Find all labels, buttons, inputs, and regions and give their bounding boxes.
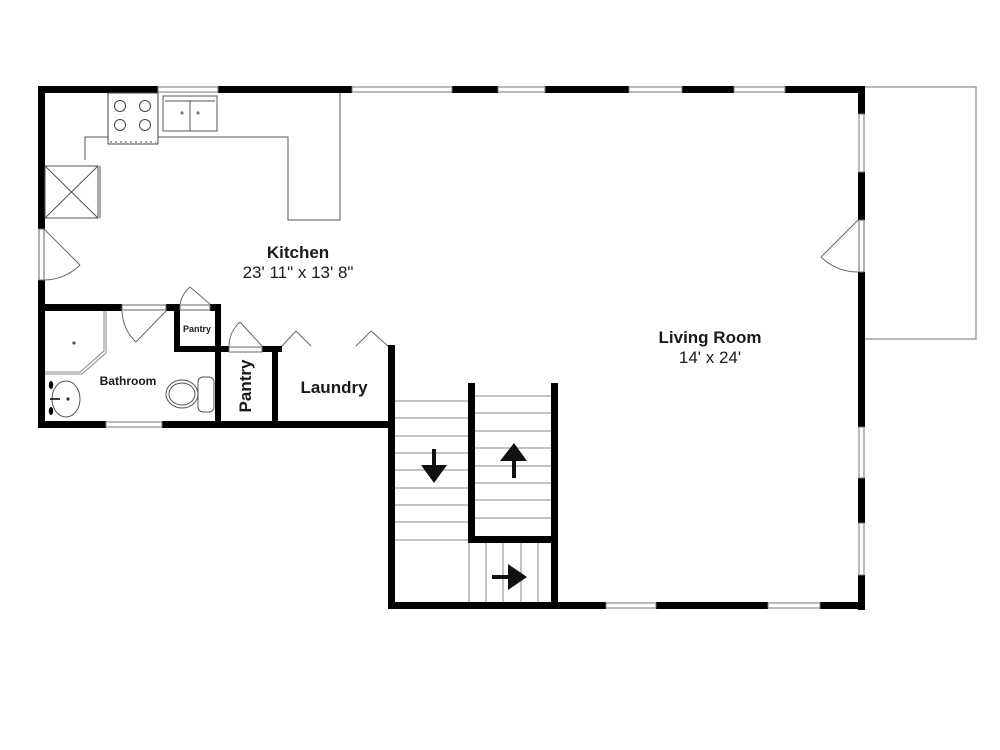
bathroom-sink-icon: [48, 380, 81, 418]
windows: [105, 86, 865, 609]
room-label-kitchen: Kitchen 23' 11" x 13' 8": [208, 243, 388, 283]
arrow-right-icon: [492, 564, 527, 590]
toilet-icon: [165, 376, 215, 413]
room-name: Bathroom: [99, 374, 157, 388]
stairs-landing: [468, 543, 539, 602]
arrow-up-icon: [500, 443, 527, 478]
shower-icon: [45, 311, 107, 375]
kitchen-counter: [84, 93, 341, 221]
sink-icon: [162, 95, 218, 132]
arrow-down-icon: [421, 449, 447, 483]
room-dimensions: 14' x 24': [678, 348, 742, 367]
room-dimensions: 23' 11" x 13' 8": [242, 263, 354, 282]
deck-outline: [861, 86, 977, 340]
room-label-bathroom: Bathroom: [88, 374, 168, 388]
room-name: Pantry: [236, 359, 255, 413]
room-label-laundry: Laundry: [288, 378, 380, 398]
room-label-pantry-tall: Pantry: [236, 346, 256, 426]
room-name: Laundry: [300, 378, 368, 397]
refrigerator-icon: [44, 165, 101, 219]
room-name: Kitchen: [266, 243, 330, 262]
room-name: Pantry: [182, 324, 211, 334]
interior-walls: [38, 304, 558, 609]
stove-icon: [107, 92, 159, 145]
stairs-up: [475, 395, 551, 519]
room-name: Living Room: [658, 328, 762, 347]
exterior-walls: [38, 86, 865, 610]
doors: [38, 219, 865, 353]
stairs-down: [395, 400, 468, 541]
room-label-living-room: Living Room 14' x 24': [620, 328, 800, 368]
room-label-pantry-small: Pantry: [178, 324, 216, 334]
